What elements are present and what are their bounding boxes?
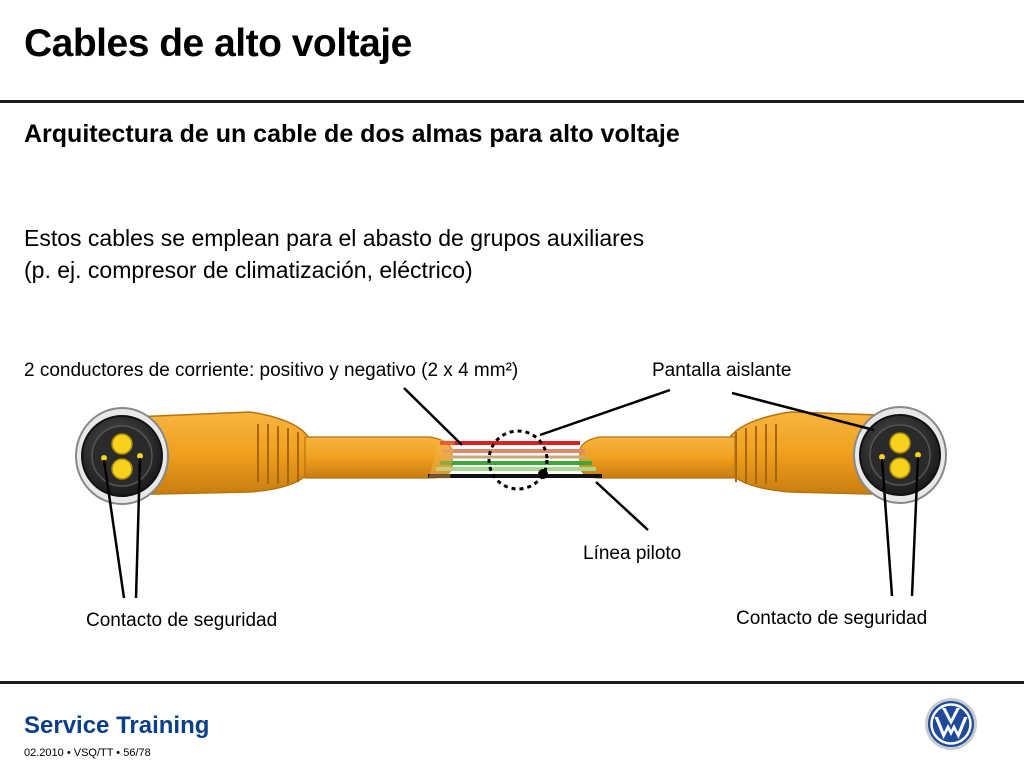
label-safety-contact-right: Contacto de seguridad (736, 608, 928, 629)
left-safety-pin-a (101, 455, 107, 461)
right-safety-pin-b (915, 452, 921, 458)
leader-lines (102, 387, 920, 599)
left-connector-ribs (257, 424, 299, 484)
pilot-line-dot (538, 469, 548, 479)
label-safety-contact-left: Contacto de seguridad (86, 610, 278, 631)
right-pin-bottom (889, 457, 911, 479)
right-connector (579, 406, 947, 504)
leader-safety-right-b (910, 456, 920, 597)
right-connector-ribs (735, 424, 777, 484)
exposed-wires (428, 440, 602, 479)
leader-safety-left-b (134, 457, 142, 599)
description-text: Estos cables se emplean para el abasto d… (24, 222, 644, 286)
leader-pilot (595, 481, 649, 531)
leader-shield-right (731, 391, 875, 432)
right-pin-top (889, 432, 911, 454)
right-cable-sheath (579, 436, 736, 479)
detail-highlight-circle (487, 429, 549, 491)
leader-safety-right-a (880, 458, 894, 597)
slide-subtitle: Arquitectura de un cable de dos almas pa… (24, 120, 680, 148)
bottom-divider (0, 681, 1024, 684)
leader-shield-center (539, 388, 671, 437)
footer-brand: Service Training (24, 712, 210, 739)
leader-conductors (403, 387, 463, 446)
left-pin-bottom (111, 458, 133, 480)
page-title: Cables de alto voltaje (24, 22, 412, 65)
left-cable-sheath (304, 436, 453, 479)
left-pin-top (111, 433, 133, 455)
right-safety-pin-a (879, 454, 885, 460)
label-shield: Pantalla aislante (652, 360, 792, 381)
label-pilot-line: Línea piloto (583, 543, 682, 564)
top-divider (0, 100, 1024, 103)
left-safety-pin-b (137, 453, 143, 459)
label-conductors: 2 conductores de corriente: positivo y n… (24, 360, 519, 381)
description-line-1: Estos cables se emplean para el abasto d… (24, 225, 645, 251)
footer-meta: 02.2010 • VSQ/TT • 56/78 (24, 747, 151, 759)
vw-logo-icon (925, 698, 977, 750)
leader-safety-left-a (102, 459, 126, 599)
description-line-2: (p. ej. compresor de climatización, eléc… (24, 257, 473, 283)
left-connector (75, 407, 453, 505)
